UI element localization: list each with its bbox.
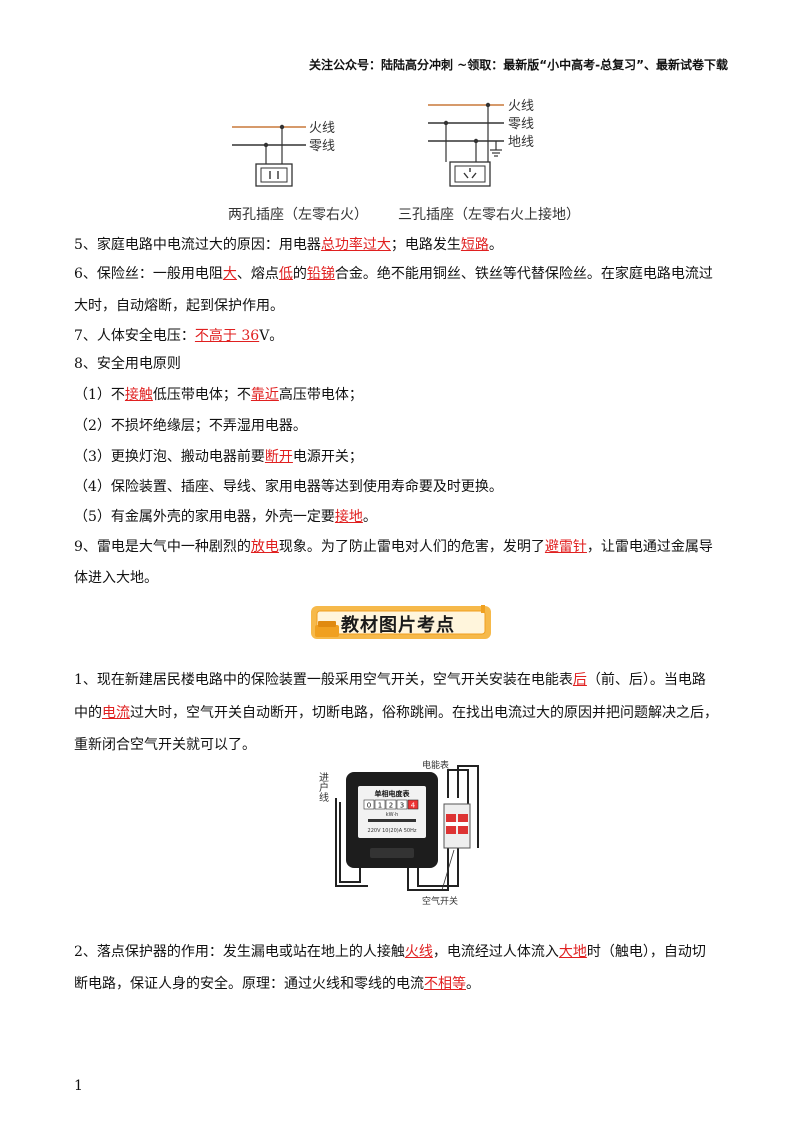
item-8-rule-3: （3）更换灯泡、搬动电器前要断开电源开关； [74, 449, 363, 465]
page-header: 关注公众号：陆陆高分冲刺 ~领取：最新版“小中高考-总复习”、最新试卷下载 [309, 58, 728, 72]
air-switch-label: 空气开关 [422, 895, 458, 907]
meter-digit: 4 [411, 802, 416, 810]
meter-digit: 1 [378, 802, 382, 810]
section-banner: 教材图片考点 [305, 603, 495, 643]
two-hole-socket-caption: 两孔插座（左零右火） [228, 207, 368, 223]
meter-spec: 220V 10(20)A 50Hz [368, 828, 417, 834]
item-6: 6、保险丝：一般用电阻大、熔点低的铅锑合金。绝不能用铜丝、铁丝等代替保险丝。在家… [74, 266, 713, 282]
three-hole-live-label: 火线 [508, 99, 534, 114]
meter-digit: 3 [400, 802, 404, 810]
item-8-rule-2: （2）不损坏绝缘层；不弄湿用电器。 [74, 418, 307, 434]
meter-label: 电能表 [422, 759, 449, 771]
meter-digit: 0 [367, 802, 371, 810]
item-9-line-2: 体进入大地。 [74, 570, 158, 586]
item-8-rule-1: （1）不接触低压带电体；不靠近高压带电体； [74, 387, 363, 403]
item-7: 7、人体安全电压：不高于 36V。 [74, 328, 284, 344]
item-8-rule-5: （5）有金属外壳的家用电器，外壳一定要接地。 [74, 509, 377, 525]
q2-line-2: 断电路，保证人身的安全。原理：通过火线和零线的电流不相等。 [74, 976, 480, 992]
q1-line-3: 重新闭合空气开关就可以了。 [74, 737, 256, 753]
three-hole-socket-caption: 三孔插座（左零右火上接地） [398, 207, 580, 223]
item-8-title: 8、安全用电原则 [74, 356, 181, 372]
banner-badge-icon [311, 605, 491, 639]
three-hole-ground-label: 地线 [508, 135, 534, 150]
item-6-line-2: 大时，自动熔断，起到保护作用。 [74, 298, 284, 314]
meter-unit: kW·h [386, 812, 399, 818]
meter-title: 单相电度表 [375, 789, 411, 798]
item-8-rule-4: （4）保险装置、插座、导线、家用电器等达到使用寿命要及时更换。 [74, 479, 503, 495]
page-number: 1 [74, 1078, 83, 1094]
q2-line-1: 2、落点保护器的作用：发生漏电或站在地上的人接触火线，电流经过人体流入大地时（触… [74, 944, 706, 960]
incoming-line-label: 进户线 [318, 772, 329, 802]
item-5: 5、家庭电路中电流过大的原因：用电器总功率过大；电路发生短路。 [74, 237, 503, 253]
socket-wiring-diagram: 火线 零线 火线 零线 地线 [232, 99, 534, 187]
q1-line-2: 中的电流过大时，空气开关自动断开，切断电路，俗称跳闸。在找出电流过大的原因并把问… [74, 705, 718, 721]
three-hole-neutral-label: 零线 [508, 117, 534, 132]
meter-digit: 2 [389, 802, 393, 810]
two-hole-neutral-label: 零线 [309, 139, 335, 154]
section-banner-title: 教材图片考点 [341, 615, 455, 636]
item-9: 9、雷电是大气中一种剧烈的放电现象。为了防止雷电对人们的危害，发明了避雷针，让雷… [74, 539, 713, 555]
q1-line-1: 1、现在新建居民楼电路中的保险装置一般采用空气开关，空气开关安装在电能表后（前、… [74, 672, 706, 688]
two-hole-live-label: 火线 [309, 121, 335, 136]
energy-meter-figure: 进户线 单相电度表 0 1 2 3 4 kW·h 220V 10(20)A 50… [318, 759, 479, 907]
